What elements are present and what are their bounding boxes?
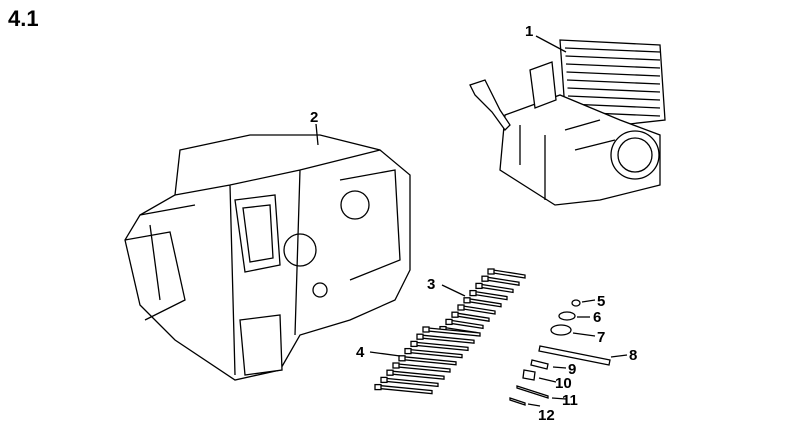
bolt [474,290,508,301]
cooling-fin [565,55,661,61]
leader-line-2 [315,123,319,146]
cooling-fin [566,71,661,77]
cooling-fin [566,79,661,85]
bolt-head [398,355,406,362]
bolt-head [445,318,453,326]
bolt [492,269,526,279]
bolt [468,298,502,308]
bolt-head [481,275,489,282]
cooling-fin [567,87,661,93]
callout-10: 10 [555,375,572,392]
bolt [403,356,457,366]
bolt-head [410,340,418,348]
bolt-head [487,268,495,275]
part-12-pin [509,397,526,406]
bolt [409,348,463,359]
crankcase [124,134,411,381]
bolt-head [386,369,394,376]
callout-12: 12 [538,407,555,424]
callout-3: 3 [427,276,435,293]
small-parts [509,299,628,407]
bolt [415,341,469,352]
bolt [456,312,490,322]
bolt-head [392,362,400,369]
bolt-head [422,326,430,333]
cooling-fin [565,63,661,69]
bolt-head [469,289,477,297]
bolt [486,276,520,286]
bolt-head [463,297,471,304]
bolt [379,384,433,395]
bolt-head [457,304,465,311]
leader-line-4 [369,351,401,357]
bolt [450,319,484,330]
part-8-shaft [538,345,611,366]
callout-7: 7 [597,329,605,346]
cooling-fin [564,47,661,53]
figure-number: 4.1 [8,6,39,31]
bolt-head [416,333,424,340]
callout-4: 4 [356,344,365,361]
bolt-set-4 [374,326,481,395]
bolt [462,305,496,315]
callout-9: 9 [568,361,576,378]
bolt-head [404,347,412,355]
bolt [480,283,514,294]
bolt-head [451,311,459,318]
bolt [391,370,445,380]
callout-11: 11 [562,392,578,409]
bolt [397,363,451,373]
bolt [421,334,475,344]
part-6-washer [558,311,576,321]
callout-2: 2 [310,109,318,126]
part-10-sleeve [522,369,536,381]
bolt-head [374,383,382,391]
bolt-head [475,282,483,290]
part-9-pin [530,359,549,370]
leader-line-1 [535,35,567,53]
bolt [385,377,439,388]
part-11-rod [516,385,549,399]
leader-line-3 [441,284,466,297]
callout-1: 1 [525,23,533,40]
bolt-head [380,376,388,384]
callout-5: 5 [597,293,605,310]
cooling-fin [567,95,661,101]
bolt-set-3 [439,268,526,337]
part-5-nut [571,299,581,307]
callout-8: 8 [629,347,637,364]
callout-6: 6 [593,309,601,326]
engine-assembly [469,39,666,206]
part-7-seal [550,324,572,336]
